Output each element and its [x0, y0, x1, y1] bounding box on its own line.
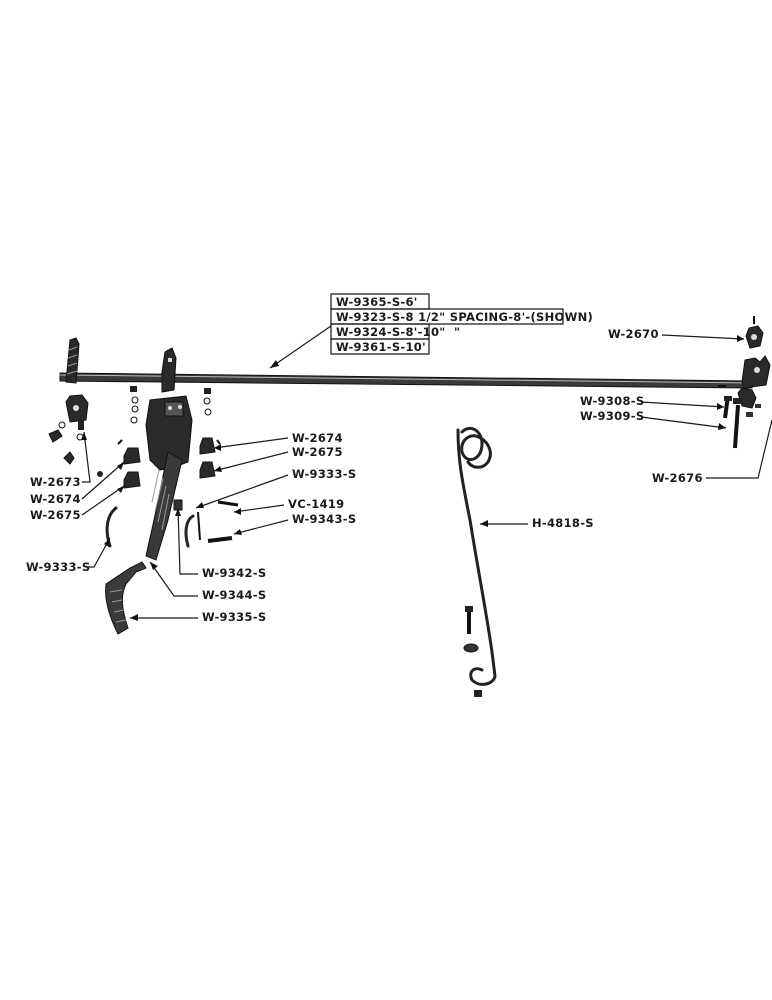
- callout-w2675-right: W-2675: [213, 445, 343, 472]
- label-w2676: W-2676: [652, 471, 703, 485]
- main-bar: [59, 337, 771, 393]
- boxed-part-labels: W-9365-S-6' W-9323-S-8 1/2" SPACING-8'-(…: [269, 293, 593, 369]
- parts-right-hardware: [718, 385, 761, 449]
- part-w9335-tine: [105, 561, 147, 635]
- ditto-mark: ": [454, 325, 460, 339]
- parts-clamp-halves-left: [97, 439, 141, 489]
- label-w2670: W-2670: [608, 327, 659, 341]
- parts-clamp-halves-right: [199, 437, 221, 479]
- callout-w9333-left: W-9333-S: [26, 537, 111, 574]
- callout-w9335: W-9335-S: [130, 610, 266, 624]
- label-w9333-right: W-9333-S: [292, 467, 356, 481]
- callout-w2676: W-2676: [652, 419, 772, 485]
- shank-assembly: [145, 395, 193, 561]
- label-w9333-left: W-9333-S: [26, 560, 90, 574]
- boxed-label-8ft-10in: W-9324-S-8'-10": [336, 325, 446, 339]
- boxed-label-8ft-shown: W-9323-S-8 1/2" SPACING-8'-(SHOWN): [336, 310, 593, 324]
- parts-left-bracket: [48, 394, 89, 465]
- callout-vc1419: VC-1419: [233, 497, 344, 515]
- callout-w9343: W-9343-S: [233, 512, 356, 535]
- label-w9335: W-9335-S: [202, 610, 266, 624]
- label-w9309: W-9309-S: [580, 409, 644, 423]
- callout-w2670: W-2670: [608, 327, 745, 342]
- parts-shank-hardware: [173, 499, 239, 548]
- callout-h4818: H-4818-S: [480, 516, 594, 530]
- callout-w2674-left: W-2674: [30, 461, 125, 506]
- parts-washers: [130, 386, 212, 424]
- label-w2675-right: W-2675: [292, 445, 343, 459]
- callout-w9333-right: W-9333-S: [195, 467, 356, 509]
- callout-w2673: W-2673: [30, 431, 91, 489]
- label-w2675-left: W-2675: [30, 508, 81, 522]
- label-w2674-left: W-2674: [30, 492, 81, 506]
- callout-w9344: W-9344-S: [149, 561, 266, 602]
- callout-w9308: W-9308-S: [580, 394, 725, 410]
- boxed-label-6ft: W-9365-S-6': [336, 295, 418, 309]
- label-vc1419: VC-1419: [288, 497, 344, 511]
- callout-w2675-left: W-2675: [30, 485, 125, 522]
- label-w9308: W-9308-S: [580, 394, 644, 408]
- label-w2673: W-2673: [30, 475, 81, 489]
- boxed-label-10ft: W-9361-S-10': [336, 340, 426, 354]
- label-h4818: H-4818-S: [532, 516, 594, 530]
- part-h4818-spring-tine: [456, 427, 497, 697]
- label-w2674-right: W-2674: [292, 431, 343, 445]
- label-w9343: W-9343-S: [292, 512, 356, 526]
- callout-w2674-right: W-2674: [213, 431, 343, 451]
- label-w9342: W-9342-S: [202, 566, 266, 580]
- part-w2670: [745, 316, 764, 349]
- label-w9344: W-9344-S: [202, 588, 266, 602]
- callout-w9309: W-9309-S: [580, 409, 727, 430]
- callout-w9342: W-9342-S: [175, 507, 266, 580]
